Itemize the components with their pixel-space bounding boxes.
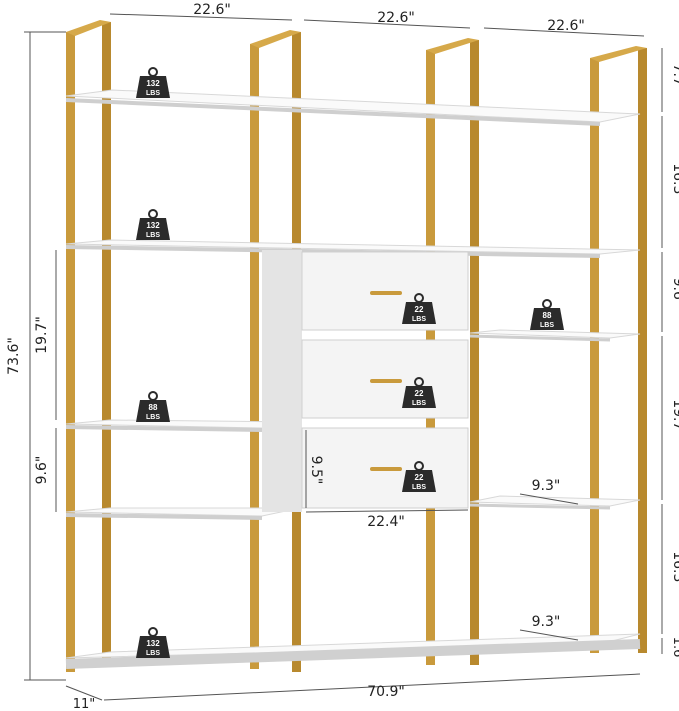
badge-unit: LBS <box>412 484 426 491</box>
dim-right-bottom-gap: 1.6" <box>670 637 679 664</box>
weight-badge-bottom-left: 132 LBS <box>136 627 170 658</box>
weight-badge-drawer-1: 22 LBS <box>402 293 436 324</box>
dimension-labels: 22.6" 22.6" 22.6" 73.6" 19.7" 9.6" 7.7" … <box>6 2 679 711</box>
badge-unit: LBS <box>146 90 160 97</box>
capacity-badges: 132 LBS 132 LBS 88 LBS 132 LBS 88 LBS 22… <box>136 67 564 658</box>
badge-value: 22 <box>415 305 424 314</box>
badge-unit: LBS <box>412 400 426 407</box>
dim-shelf-depth-lower: 9.3" <box>532 614 561 630</box>
shelves <box>65 89 641 669</box>
weight-badge-second-left: 132 LBS <box>136 209 170 240</box>
weight-badge-mid-left: 88 LBS <box>136 391 170 422</box>
dim-right-gap-2: 16.3" <box>670 163 679 201</box>
shelf-5-right <box>469 495 641 507</box>
dim-right-gap-5: 16.3" <box>670 551 679 589</box>
dim-overall-width: 70.9" <box>367 684 405 700</box>
dim-overall-depth: 11" <box>73 697 96 711</box>
dim-left-upper-gap: 19.7" <box>34 316 50 354</box>
badge-unit: LBS <box>540 322 554 329</box>
badge-unit: LBS <box>146 650 160 657</box>
shelf-4-left-front <box>65 425 263 432</box>
weight-badge-right: 88 LBS <box>530 299 564 330</box>
badge-unit: LBS <box>146 414 160 421</box>
drawer-cabinet-side <box>262 250 302 512</box>
dim-top-middle-width: 22.6" <box>377 10 415 26</box>
badge-value: 132 <box>146 221 160 230</box>
shelf-3-right <box>469 329 641 339</box>
badge-value: 22 <box>415 389 424 398</box>
badge-unit: LBS <box>146 232 160 239</box>
dimension-lines <box>24 13 663 701</box>
frame-top-4 <box>590 46 647 62</box>
shelf-top <box>65 89 641 123</box>
shelf-3-right-front <box>469 334 611 342</box>
shelf-5-front <box>65 513 263 520</box>
weight-badge-drawer-3: 22 LBS <box>402 461 436 492</box>
dim-top-right-width: 22.6" <box>547 18 585 34</box>
shelf-top-front <box>65 98 601 126</box>
frame-post-1 <box>66 32 75 672</box>
badge-value: 22 <box>415 473 424 482</box>
weight-badge-drawer-2: 22 LBS <box>402 377 436 408</box>
drawer-2 <box>301 339 469 419</box>
frame-post-8 <box>638 48 647 653</box>
drawer-2-handle <box>370 379 402 383</box>
drawer-1-handle <box>370 291 402 295</box>
dim-right-gap-3: 9.6" <box>670 278 679 307</box>
dim-drawer-height: 9.5" <box>308 456 324 485</box>
frame-post-2 <box>102 22 111 662</box>
frame-post-7 <box>590 58 599 653</box>
shelf-5-right-front <box>469 503 611 510</box>
dim-drawer-width: 22.4" <box>367 514 405 530</box>
frame-top-2 <box>250 30 301 48</box>
frame-post-3 <box>250 44 259 669</box>
badge-value: 88 <box>543 311 552 320</box>
weight-badge-top-left: 132 LBS <box>136 67 170 98</box>
drawer-unit <box>262 250 469 512</box>
dim-left-lower-gap: 9.6" <box>34 456 50 485</box>
badge-value: 88 <box>149 403 158 412</box>
drawer-3-handle <box>370 467 402 471</box>
badge-value: 132 <box>146 79 160 88</box>
dim-top-left-width: 22.6" <box>193 2 231 18</box>
dim-shelf-depth-upper: 9.3" <box>532 478 561 494</box>
frame-top-3 <box>426 38 479 54</box>
badge-unit: LBS <box>412 316 426 323</box>
badge-value: 132 <box>146 639 160 648</box>
frame-post-6 <box>470 40 479 665</box>
frame-top-1 <box>66 20 111 36</box>
dim-right-gap-4: 19.7" <box>670 399 679 437</box>
shelf-bottom-front <box>65 639 641 669</box>
dim-overall-height: 73.6" <box>6 337 22 375</box>
shelf-2 <box>65 239 641 255</box>
dim-right-top-gap: 7.7" <box>670 64 679 93</box>
